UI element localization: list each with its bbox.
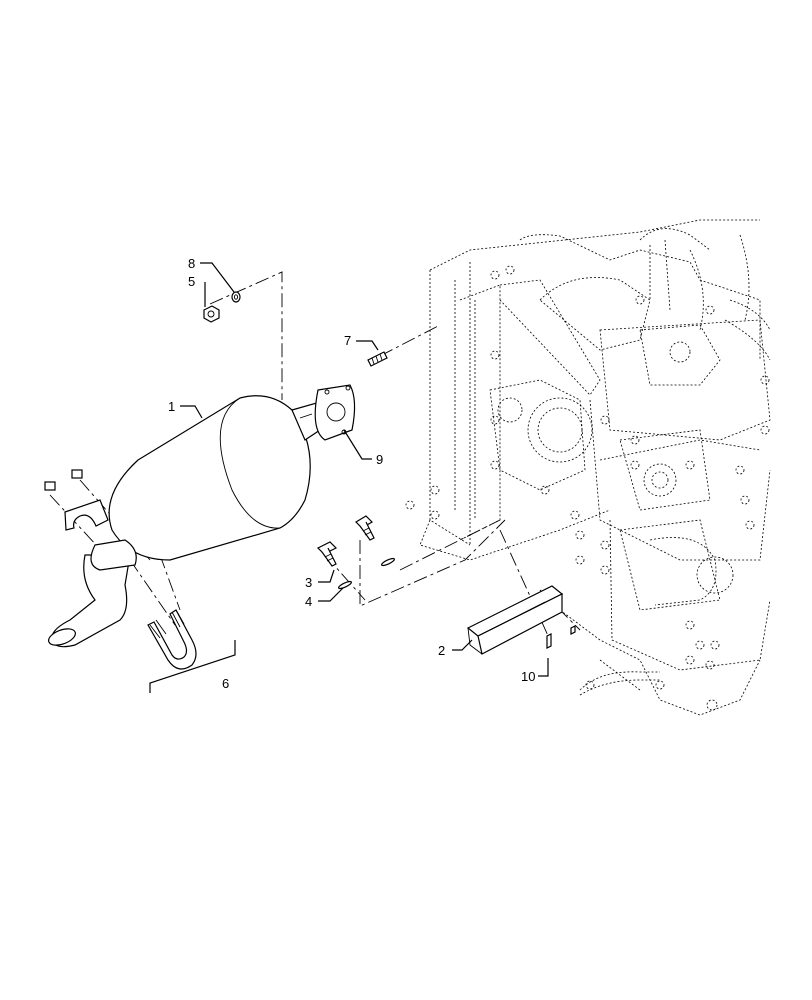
callout-9: 9 (376, 452, 383, 467)
assembly-centerlines (49, 271, 581, 641)
exhaust-pipe-assembly (44, 469, 236, 693)
engine-phantom-outline (405, 219, 771, 716)
stud (367, 351, 388, 367)
pin (546, 625, 576, 649)
nut-and-washer (203, 291, 241, 323)
engine-bolt-heads (405, 265, 770, 690)
callout-3: 3 (305, 575, 312, 590)
heat-shield-bracket (466, 585, 564, 655)
muffler (108, 395, 321, 561)
bolt-and-washer (316, 515, 396, 590)
leader-lines (180, 262, 549, 677)
callout-10: 10 (521, 669, 535, 684)
callout-2: 2 (438, 643, 445, 658)
callout-5: 5 (188, 274, 195, 289)
callout-4: 4 (305, 594, 312, 609)
callout-8: 8 (188, 256, 195, 271)
gasket (314, 384, 356, 441)
callout-1: 1 (168, 399, 175, 414)
callout-7: 7 (344, 333, 351, 348)
callout-labels: 8 5 1 7 9 3 4 2 10 6 (168, 256, 535, 691)
callout-6: 6 (222, 676, 229, 691)
